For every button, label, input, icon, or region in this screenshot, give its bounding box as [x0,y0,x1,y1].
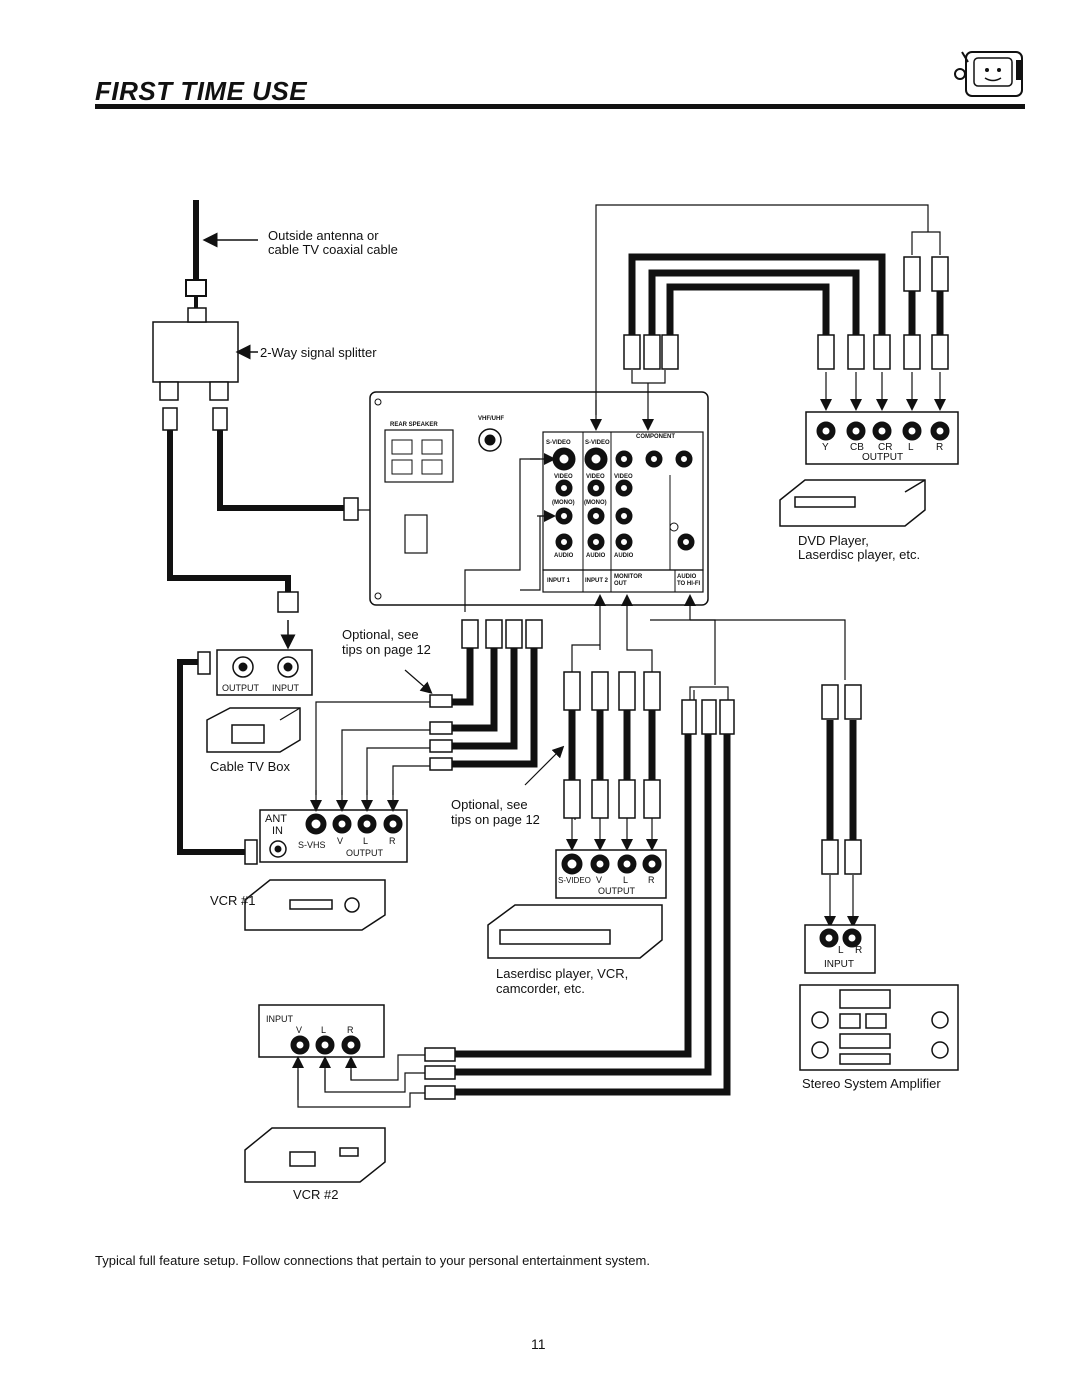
tv-svideo1-label: S-VIDEO [546,440,571,446]
coax-to-cable-box [167,430,299,865]
page-title: FIRST TIME USE [95,76,308,106]
tv-audio-hifi-label: AUDIO TO HI-FI [677,574,701,587]
vcr1-v-label: V [337,836,344,846]
vcr1-r-label: R [389,836,396,846]
dvd-label-1: DVD Player, [798,533,869,548]
stereo-input-label: INPUT [824,959,854,970]
tv-audio3-label: AUDIO [614,553,634,559]
tv-input1-plugs [461,619,543,649]
vcr2-input-label: INPUT [266,1014,293,1024]
vcr1-label: VCR #1 [210,893,256,908]
optional-note-1a: Optional, see [342,627,419,642]
optional-note-2b: tips on page 12 [451,812,540,827]
vcr1-in-label: IN [272,825,283,837]
monitor-out-cables [455,734,731,1096]
vcr2-v-label: V [296,1025,303,1035]
tv-input1-label: INPUT 1 [547,578,571,584]
ld-svideo-label: S-VIDEO [558,876,591,885]
cable-box-label: Cable TV Box [210,759,290,774]
stereo-r-label: R [855,945,863,956]
dvd-output-panel [805,411,959,465]
title-rule [95,104,1025,109]
antenna-cable [185,200,258,322]
vcr1-output-label: OUTPUT [346,848,383,858]
dvd-y-label: Y [822,442,829,453]
ld-label-1: Laserdisc player, VCR, [496,966,629,981]
dvd-player [779,479,926,527]
vcr1-plugs [429,694,453,771]
ld-l-label: L [623,875,629,885]
vcr1-feed-lines [310,701,430,812]
stereo-amplifier [799,984,959,1071]
dvd-output-label: OUTPUT [862,452,904,463]
ld-output-label: OUTPUT [598,886,635,896]
stereo-label: Stereo System Amplifier [802,1076,941,1091]
vcr2 [244,1127,386,1183]
tv-back-panel [369,391,709,606]
tv-video2-label: VIDEO [586,474,605,480]
tv-video3-label: VIDEO [614,474,633,480]
ld-player [487,904,663,959]
dvd-cables [628,253,944,335]
dvd-l-label: L [908,442,914,453]
tv-video1-label: VIDEO [554,474,573,480]
tv-top-feed [590,204,941,431]
tv-mascot-icon [952,44,1028,100]
ld-output-panel [555,849,667,899]
cable-box-input-label: INPUT [272,683,299,693]
vcr1-l-label: L [363,836,369,846]
tv-monitor-out-label: MONITOR OUT [614,574,643,587]
vcr2-panel [258,1004,385,1058]
ld-cables [568,710,857,840]
optional-note-1b: tips on page 12 [342,642,431,657]
vcr2-feed [292,1054,425,1108]
vcr1-cables [452,640,538,768]
dvd-arrows [820,372,946,411]
page-number: 11 [531,1336,546,1352]
vcr2-plugs [424,1047,456,1100]
tv-vhf-uhf-label: VHF/UHF [478,416,504,422]
dvd-label-2: Laserdisc player, etc. [798,547,921,562]
dvd-cr-label: CR [878,442,893,453]
coax-to-tv [162,407,471,521]
stereo-l-label: L [838,945,844,956]
antenna-label-1: Outside antenna or [268,228,379,243]
antenna-label-2: cable TV coaxial cable [268,242,398,257]
cable-box-output-label: OUTPUT [222,683,259,693]
vcr1-svhs-label: S-VHS [298,840,326,850]
ld-v-label: V [596,875,603,885]
tv-component-label: COMPONENT [636,434,675,440]
tv-rear-speaker-label: REAR SPEAKER [390,422,438,428]
cable-tv-box [206,649,313,753]
tv-input2-label: INPUT 2 [585,578,609,584]
ld-label-2: camcorder, etc. [496,981,585,996]
dvd-cb-label: CB [850,442,864,453]
splitter-label: 2-Way signal splitter [260,345,377,360]
ld-arrows [524,745,859,928]
vcr2-label: VCR #2 [293,1187,339,1202]
dvd-plugs [623,256,949,370]
ld-plugs [563,671,862,875]
tv-mono1-label: (MONO) [552,500,575,506]
tv-audio1-label: AUDIO [554,553,574,559]
vcr2-l-label: L [321,1025,327,1035]
signal-splitter [152,307,258,401]
dvd-r-label: R [936,442,944,453]
vcr1-panel [244,809,408,931]
vcr2-r-label: R [347,1025,354,1035]
ld-r-label: R [648,875,655,885]
tv-svideo2-label: S-VIDEO [585,440,610,446]
optional-note-2a: Optional, see [451,797,528,812]
figure-caption: Typical full feature setup. Follow conne… [95,1253,650,1268]
vcr1-ant-label: ANT [265,813,287,825]
stereo-panel [804,924,876,974]
ld-feed [464,453,846,820]
tv-mono2-label: (MONO) [584,500,607,506]
tv-audio2-label: AUDIO [586,553,606,559]
